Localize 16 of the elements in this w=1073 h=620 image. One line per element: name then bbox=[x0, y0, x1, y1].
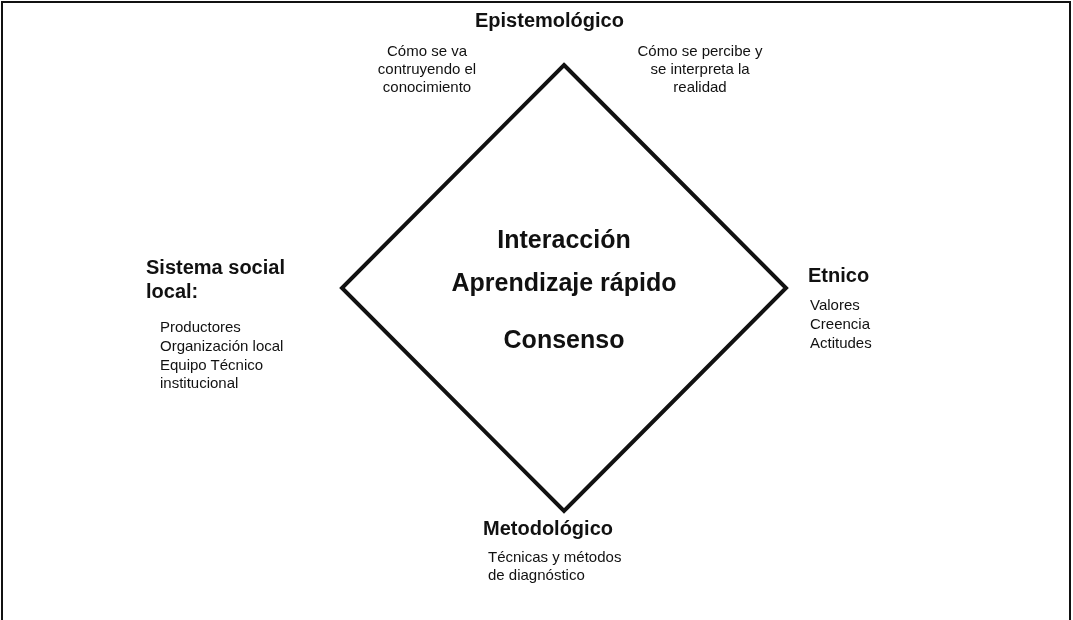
heading: Epistemológico bbox=[475, 8, 625, 32]
heading: Metodológico bbox=[483, 516, 614, 540]
description: Técnicas y métodos de diagnóstico bbox=[488, 548, 623, 584]
list-item: Creencia bbox=[810, 315, 872, 333]
description: Cómo se va contruyendo el conocimiento bbox=[376, 42, 478, 96]
list-item: Organización local bbox=[160, 337, 285, 355]
center-text: Consenso bbox=[503, 325, 625, 354]
heading: Etnico bbox=[808, 263, 871, 287]
center-text: Aprendizaje rápido bbox=[451, 268, 677, 297]
heading: Sistema social local: bbox=[146, 255, 286, 303]
list-item: Equipo Técnico institucional bbox=[160, 356, 265, 392]
list-item: Valores bbox=[810, 296, 861, 314]
list-item: Productores bbox=[160, 318, 242, 336]
list-item: Actitudes bbox=[810, 334, 873, 352]
center-text: Interacción bbox=[497, 225, 631, 254]
description: Cómo se percibe y se interpreta la realidad bbox=[636, 42, 764, 96]
